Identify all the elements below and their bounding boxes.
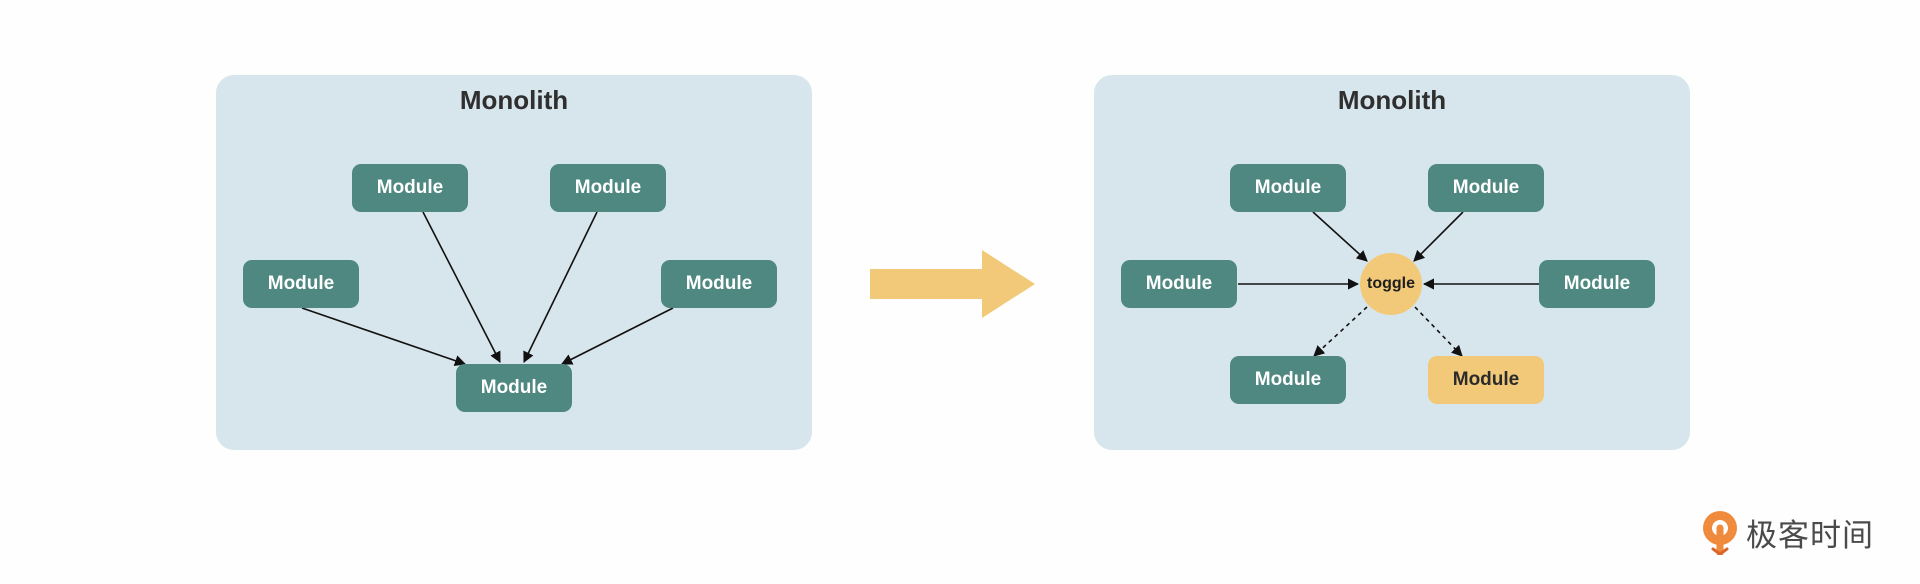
module-box: Module [1428,164,1544,212]
connectors-right [1238,211,1539,357]
connector-left-b [422,211,501,363]
connector-right-e [1313,306,1368,357]
toggle-node: toggle [1360,253,1422,315]
panel-title-left: Monolith [459,85,569,115]
module-box: Module [1230,164,1346,212]
module-box: Module [661,260,777,308]
module-box-target: Module [456,364,572,412]
module-box: Module [550,164,666,212]
brand-name: 极客时间 [1746,517,1874,554]
module-box: Module [352,164,468,212]
monolith-panel-right: Monolith Module Module Module Module Mod… [1094,75,1690,450]
geektime-logo-icon [1703,511,1737,555]
module-box: Module [243,260,359,308]
module-box: Module [1230,356,1346,404]
module-box: Module [1121,260,1237,308]
connector-left-a [301,307,467,367]
module-box: Module [1539,260,1655,308]
monolith-panel-left: Monolith Module Module Module Module Mod… [216,75,812,450]
connector-left-c [523,211,598,364]
connector-left-d [561,307,674,365]
transition-arrow-icon [870,250,1035,318]
connector-right-b [1413,211,1464,262]
brand-logo: 极客时间 [1700,508,1874,556]
panel-title-right: Monolith [1337,85,1447,115]
connectors-left [301,211,674,367]
connector-right-f [1414,306,1463,357]
connector-right-a [1312,211,1368,262]
module-box-highlighted: Module [1428,356,1544,404]
